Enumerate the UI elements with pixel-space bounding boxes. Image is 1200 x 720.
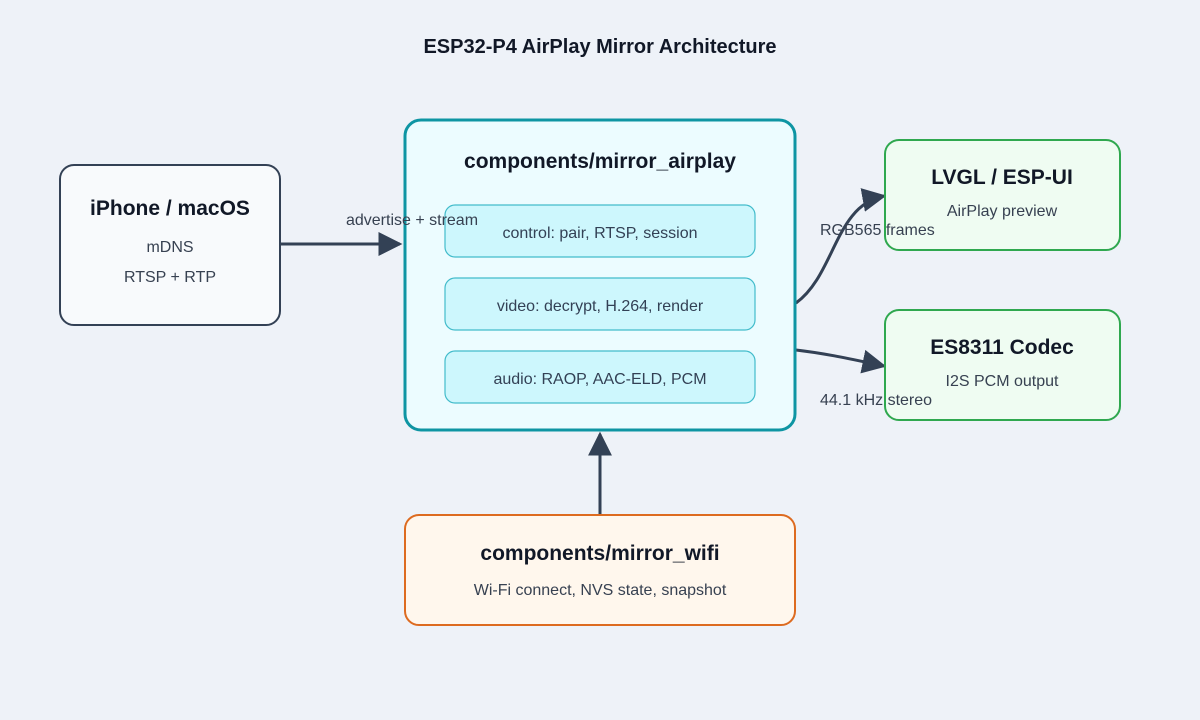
lvgl-node-title: LVGL / ESP-UI: [931, 166, 1073, 189]
edge-core-to-lvgl: [795, 188, 887, 305]
control-module-box: [444, 204, 756, 258]
source-node-line: mDNS: [146, 239, 193, 256]
edge-label-core-to-lvgl: RGB565 frames: [820, 222, 935, 239]
codec-node: ES8311 Codec I2S PCM output: [884, 309, 1121, 421]
video-module-box: [444, 277, 756, 331]
edge-core-to-codec: [795, 348, 887, 374]
core-node: components/mirror_airplay control: pair,…: [403, 118, 797, 432]
codec-node-box: [884, 309, 1121, 421]
codec-node-subtitle: I2S PCM output: [946, 373, 1060, 390]
codec-node-title: ES8311 Codec: [930, 336, 1074, 359]
edge-label-source-to-core: advertise + stream: [346, 212, 478, 229]
lvgl-node-box: [884, 139, 1121, 251]
wifi-node-box: [404, 514, 796, 626]
source-node: iPhone / macOS mDNS RTSP + RTP: [59, 164, 281, 326]
source-node-line: RTSP + RTP: [124, 269, 216, 286]
wifi-node-subtitle: Wi-Fi connect, NVS state, snapshot: [474, 582, 727, 599]
core-node-title: components/mirror_airplay: [464, 150, 736, 173]
wifi-node-title: components/mirror_wifi: [480, 542, 719, 565]
audio-module-box: [444, 350, 756, 404]
edge-label-core-to-codec: 44.1 kHz stereo: [820, 392, 932, 409]
video-module-label: video: decrypt, H.264, render: [497, 298, 704, 315]
audio-module-label: audio: RAOP, AAC-ELD, PCM: [493, 371, 706, 388]
source-node-box: [59, 164, 281, 326]
wifi-node: components/mirror_wifi Wi-Fi connect, NV…: [404, 514, 796, 626]
diagram-title: ESP32-P4 AirPlay Mirror Architecture: [423, 36, 776, 58]
control-module-label: control: pair, RTSP, session: [502, 225, 697, 242]
lvgl-node: LVGL / ESP-UI AirPlay preview: [884, 139, 1121, 251]
lvgl-node-subtitle: AirPlay preview: [947, 203, 1058, 220]
source-node-title: iPhone / macOS: [90, 197, 250, 220]
